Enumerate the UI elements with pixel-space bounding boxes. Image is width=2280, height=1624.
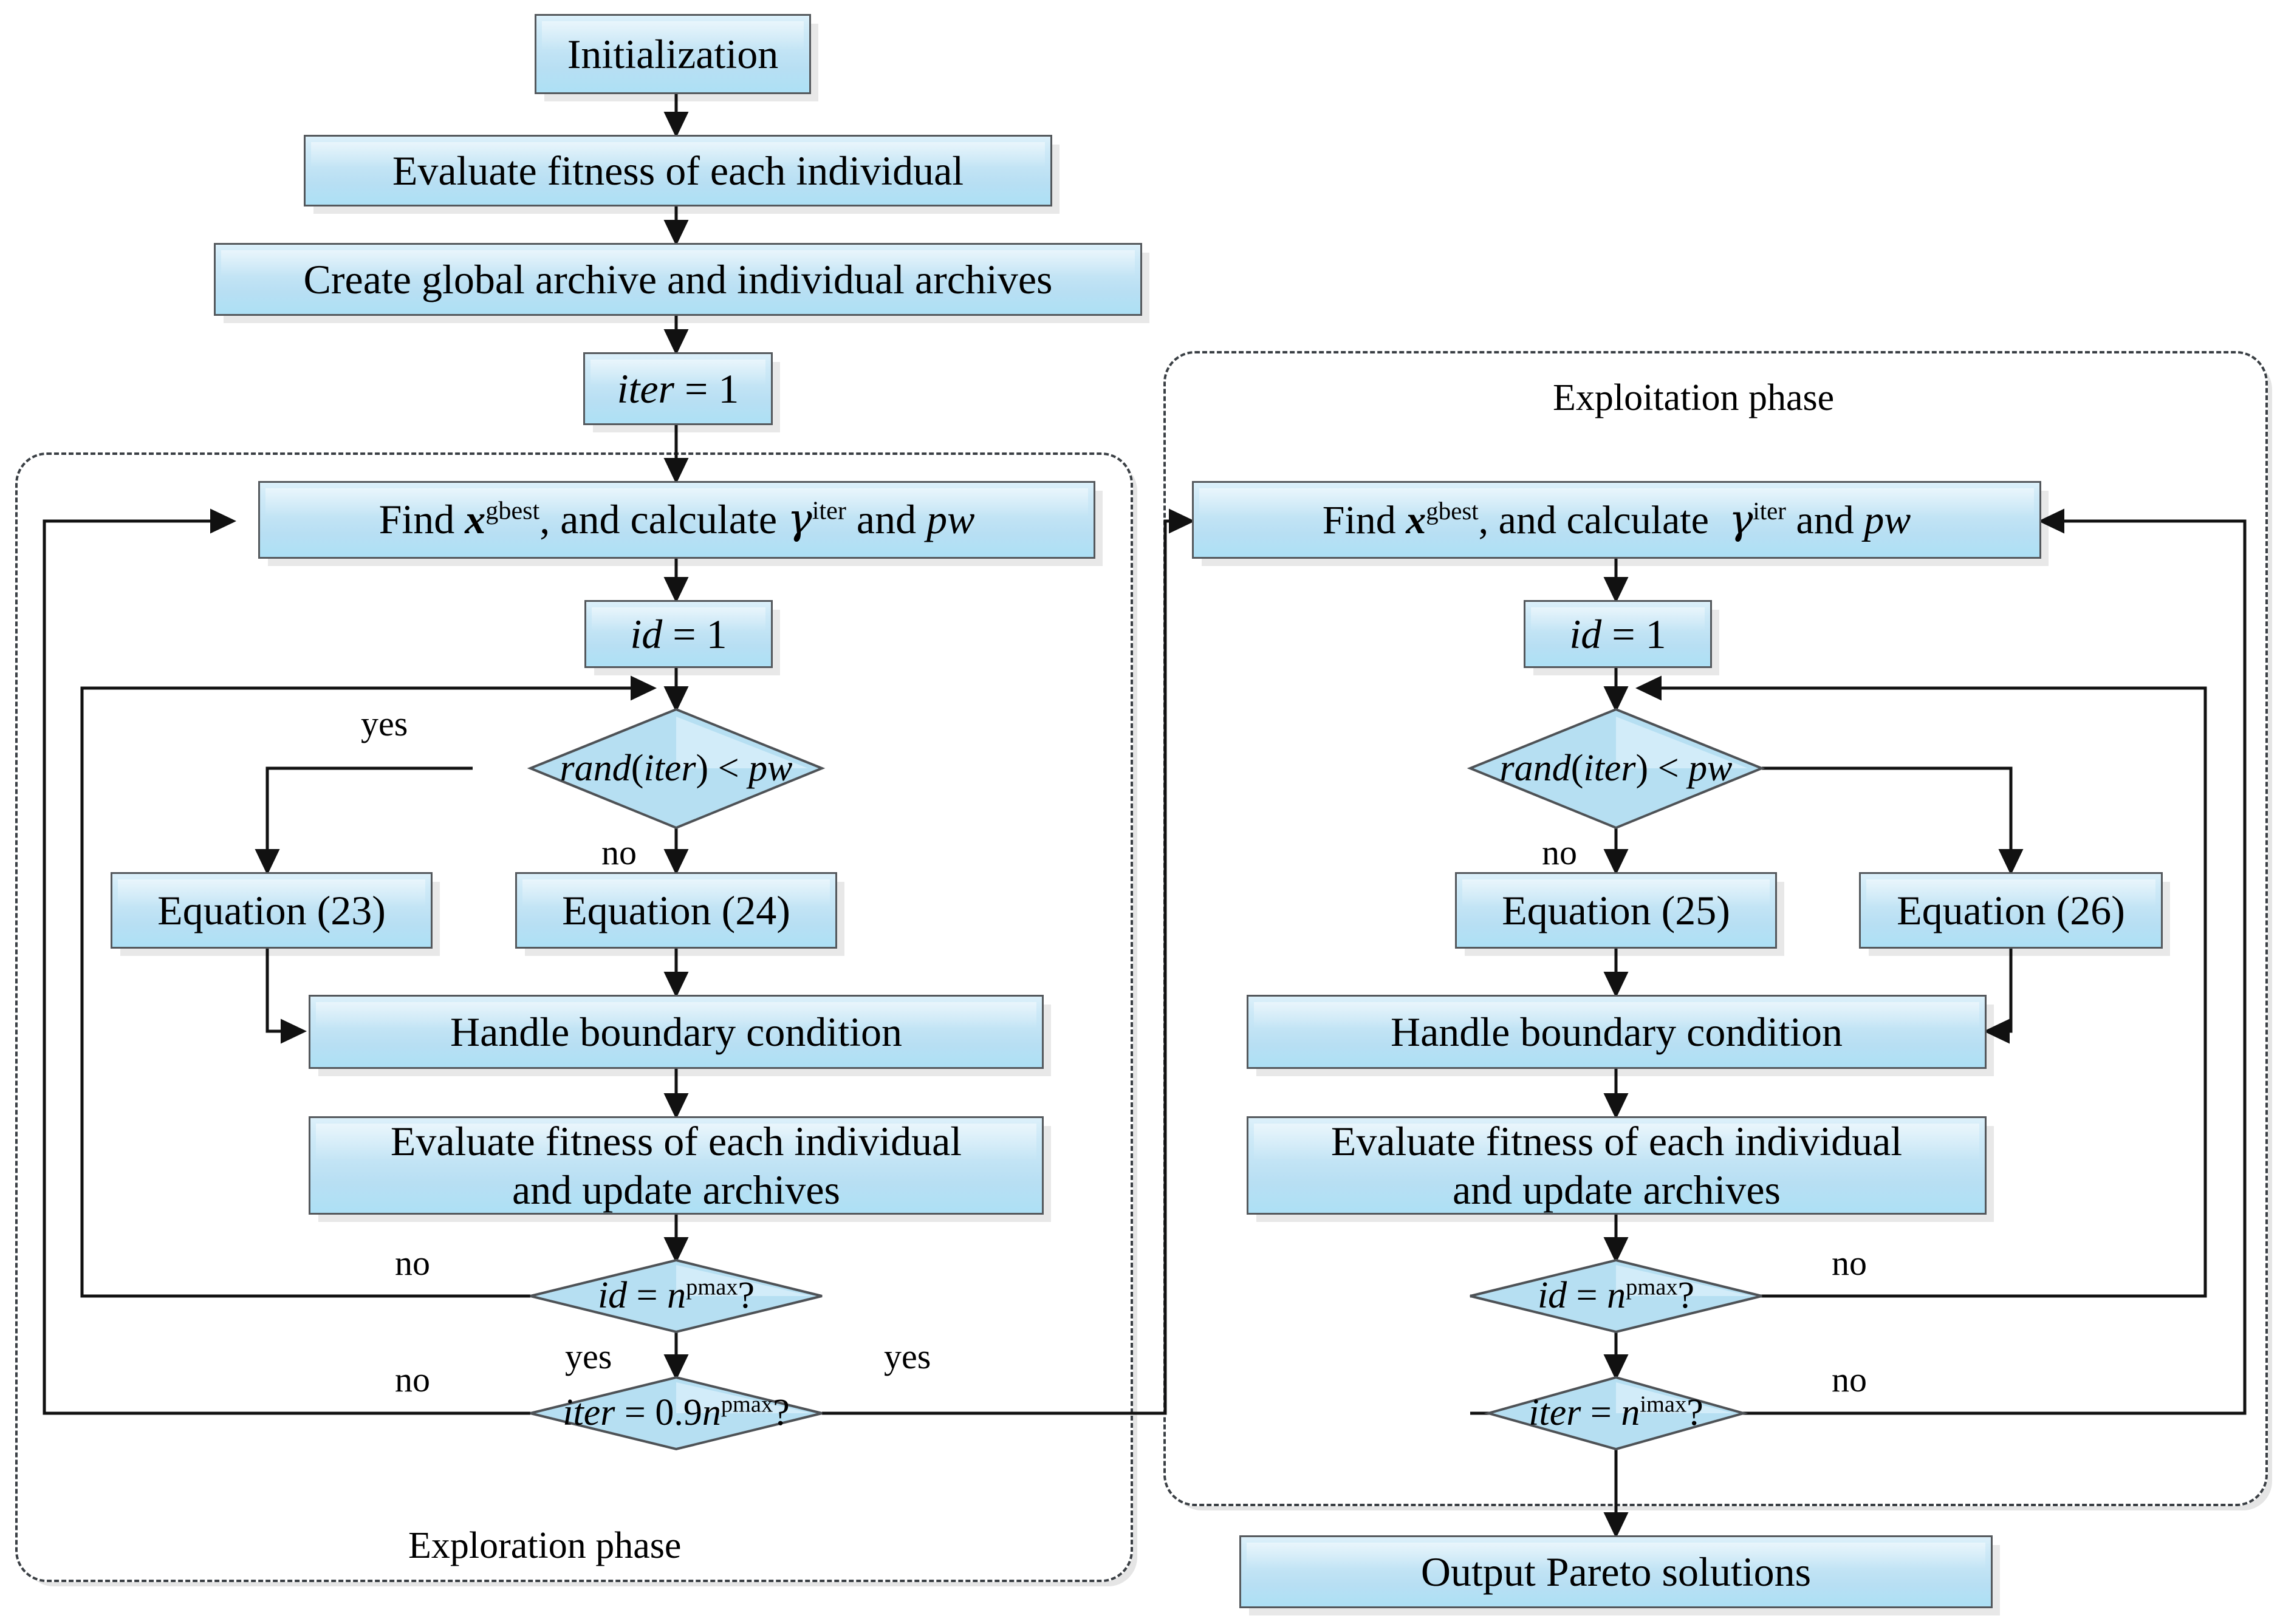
node-rand-check-right-label: rand(iter) < pw <box>1499 747 1733 789</box>
node-initialization-label: Initialization <box>567 30 779 77</box>
node-id-init-right-label: id = 1 <box>1569 610 1666 657</box>
node-rand-check-left[interactable]: rand(iter) < pw <box>530 709 822 828</box>
node-id-check-left-label: id = npmax? <box>597 1274 755 1317</box>
node-iter-check-right-label: iter = nimax? <box>1529 1391 1703 1434</box>
node-iter-check-right[interactable]: iter = nimax? <box>1488 1377 1744 1449</box>
node-find-gbest-left[interactable]: Find xgbest, and calculate γiter and pw <box>258 481 1095 559</box>
node-equation-23[interactable]: Equation (23) <box>111 872 433 949</box>
node-find-gbest-right[interactable]: Find xgbest, and calculate γiter and pw <box>1192 481 2041 559</box>
node-equation-24-label: Equation (24) <box>562 887 790 933</box>
exploration-phase-container <box>15 452 1133 1582</box>
decision-shape-rand-right <box>1467 708 1765 830</box>
node-rand-check-right[interactable]: rand(iter) < pw <box>1470 709 1762 828</box>
edge-label-left-iter-no: no <box>395 1360 430 1399</box>
node-id-init-left[interactable]: id = 1 <box>584 600 773 668</box>
node-output-pareto[interactable]: Output Pareto solutions <box>1239 1535 1993 1608</box>
node-handle-boundary-left[interactable]: Handle boundary condition <box>309 995 1044 1069</box>
node-handle-boundary-left-label: Handle boundary condition <box>450 1008 903 1055</box>
node-initialization[interactable]: Initialization <box>535 14 811 94</box>
node-id-check-right-label: id = npmax? <box>1537 1274 1695 1317</box>
node-evaluate-update-right-line1: Evaluate fitness of each individual <box>1330 1117 1903 1164</box>
edge-label-left-rand-yes: yes <box>361 704 408 743</box>
edge-label-right-iter-no: no <box>1832 1360 1867 1399</box>
node-evaluate-update-left-line2: and update archives <box>512 1167 840 1213</box>
node-find-gbest-left-label: Find xgbest, and calculate γiter and pw <box>378 496 975 544</box>
edge-label-left-id-yes: yes <box>565 1337 612 1376</box>
node-evaluate-update-left[interactable]: Evaluate fitness of each individual and … <box>309 1116 1044 1215</box>
node-id-init-left-label: id = 1 <box>630 610 727 657</box>
node-equation-23-label: Equation (23) <box>157 887 386 933</box>
edge-label-right-id-no: no <box>1832 1243 1867 1283</box>
edge-label-left-iter-yes: yes <box>884 1337 931 1376</box>
node-equation-25[interactable]: Equation (25) <box>1455 872 1777 949</box>
node-create-archives-label: Create global archive and individual arc… <box>303 256 1053 302</box>
node-equation-26[interactable]: Equation (26) <box>1859 872 2163 949</box>
node-rand-check-left-label: rand(iter) < pw <box>560 747 793 789</box>
node-evaluate-update-left-line1: Evaluate fitness of each individual <box>390 1117 962 1164</box>
node-handle-boundary-right[interactable]: Handle boundary condition <box>1247 995 1987 1069</box>
node-id-init-right[interactable]: id = 1 <box>1524 600 1712 668</box>
edge-label-left-rand-no: no <box>601 833 637 872</box>
node-iter-init-label: iter = 1 <box>617 365 739 412</box>
edge-label-right-rand-no: no <box>1542 833 1577 872</box>
node-iter-init[interactable]: iter = 1 <box>583 352 773 425</box>
node-id-check-left[interactable]: id = npmax? <box>530 1260 822 1332</box>
exploitation-phase-label: Exploitation phase <box>1553 377 1835 418</box>
node-evaluate-update-right[interactable]: Evaluate fitness of each individual and … <box>1247 1116 1987 1215</box>
edge-label-left-id-no: no <box>395 1243 430 1283</box>
node-evaluate-fitness-top[interactable]: Evaluate fitness of each individual <box>304 135 1052 206</box>
node-create-archives[interactable]: Create global archive and individual arc… <box>214 243 1142 316</box>
node-equation-26-label: Equation (26) <box>1897 887 2125 933</box>
node-evaluate-fitness-top-label: Evaluate fitness of each individual <box>392 147 964 194</box>
node-output-pareto-label: Output Pareto solutions <box>1420 1548 1812 1595</box>
node-iter-check-left[interactable]: iter = 0.9npmax? <box>530 1377 822 1449</box>
node-iter-check-left-label: iter = 0.9npmax? <box>563 1391 790 1434</box>
exploration-phase-label: Exploration phase <box>408 1525 682 1566</box>
node-evaluate-update-right-line2: and update archives <box>1453 1167 1781 1213</box>
node-find-gbest-right-label: Find xgbest, and calculate γiter and pw <box>1322 496 1911 543</box>
node-equation-24[interactable]: Equation (24) <box>515 872 837 949</box>
decision-shape-rand-left <box>527 708 826 830</box>
node-id-check-right[interactable]: id = npmax? <box>1470 1260 1762 1332</box>
node-equation-25-label: Equation (25) <box>1502 887 1730 933</box>
node-handle-boundary-right-label: Handle boundary condition <box>1390 1008 1843 1055</box>
